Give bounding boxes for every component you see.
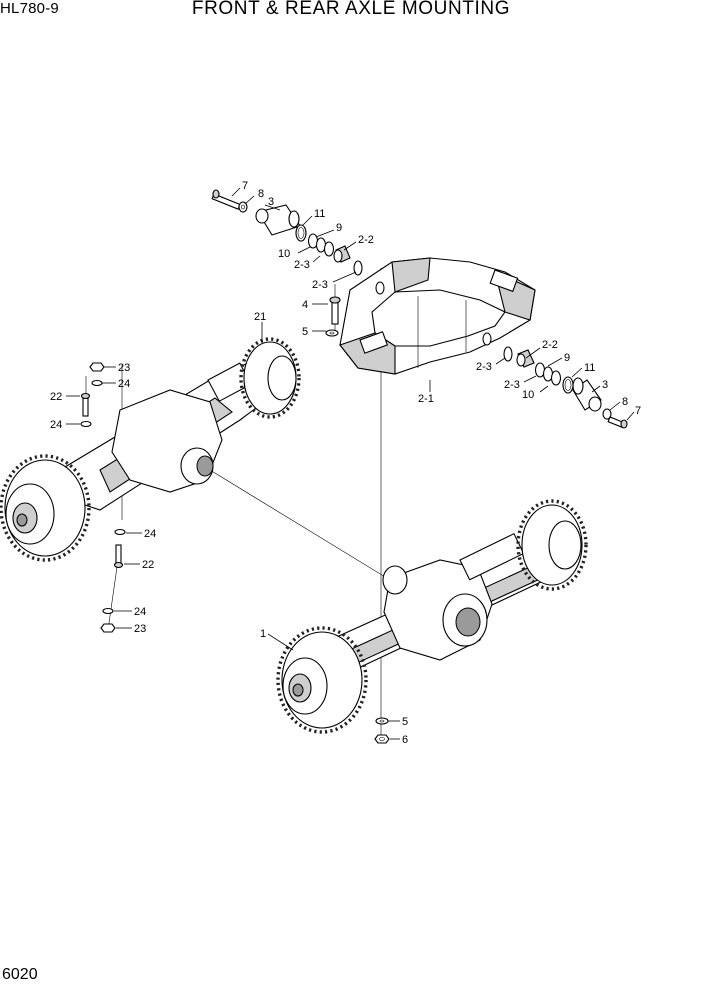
callout-2-3-d: 2-3 xyxy=(504,379,520,391)
callout-2-2-right: 2-2 xyxy=(542,339,558,351)
bolt-7-left-part xyxy=(211,189,241,210)
callout-24-d: 24 xyxy=(134,606,146,618)
page-title: FRONT & REAR AXLE MOUNTING xyxy=(191,0,511,19)
seal-2-3-right-part xyxy=(503,346,513,362)
callout-7-right: 7 xyxy=(635,405,641,417)
washer-24-d-part xyxy=(102,607,114,615)
callout-3-left: 3 xyxy=(268,196,274,208)
ring-9-10-left-part xyxy=(307,233,335,257)
callout-23-top: 23 xyxy=(118,362,130,374)
callout-1: 1 xyxy=(260,628,266,640)
callout-21: 21 xyxy=(254,311,266,323)
ring-11-left-part xyxy=(295,224,307,242)
callout-5-bottom: 5 xyxy=(402,716,408,728)
callout-2-3-a: 2-3 xyxy=(294,259,310,271)
callout-2-1: 2-1 xyxy=(418,393,434,405)
bushing-2-2-right-part xyxy=(516,349,535,368)
pin-3-right-part xyxy=(572,377,602,412)
callout-11-left: 11 xyxy=(314,208,325,220)
callout-10-left: 10 xyxy=(278,248,290,260)
callout-5-top: 5 xyxy=(302,326,308,338)
callout-8-right: 8 xyxy=(622,396,628,408)
bolt-7-right-part xyxy=(607,416,628,429)
callout-9-left: 9 xyxy=(336,222,342,234)
callout-24-c: 24 xyxy=(144,528,156,540)
washer-24-a-part xyxy=(91,379,103,387)
washer-5-top-part xyxy=(325,329,339,337)
front-axle-part xyxy=(276,499,588,734)
washer-8-right-part xyxy=(602,408,612,420)
rear-axle-part xyxy=(0,337,301,562)
callout-2-3-c: 2-3 xyxy=(476,361,492,373)
callout-labels: 7 8 3 11 9 10 2-3 2-2 2-3 4 5 2-1 2-3 2-… xyxy=(50,180,641,746)
callout-23-bottom: 23 xyxy=(134,623,146,635)
callout-9-right: 9 xyxy=(564,352,570,364)
callout-22-bottom: 22 xyxy=(142,559,154,571)
washer-8-left-part xyxy=(238,201,248,213)
nut-23-bottom-part xyxy=(100,623,116,633)
seal-2-3-left-part xyxy=(353,260,363,276)
nut-6-part xyxy=(374,734,390,744)
washer-24-c-part xyxy=(114,528,126,536)
bolt-22-top-part xyxy=(80,392,91,417)
callout-3-right: 3 xyxy=(602,379,608,391)
leader-lines xyxy=(66,187,635,740)
callout-2-3-b: 2-3 xyxy=(312,279,328,291)
callout-22-top: 22 xyxy=(50,391,62,403)
callout-4: 4 xyxy=(302,299,308,311)
washer-5-bottom-part xyxy=(375,717,389,725)
nut-23-top-part xyxy=(89,362,105,372)
callout-8-left: 8 xyxy=(258,188,264,200)
callout-24-a: 24 xyxy=(118,378,130,390)
bolt-22-bottom-part xyxy=(113,544,124,569)
bushing-2-2-left-part xyxy=(333,245,351,263)
callout-11-right: 11 xyxy=(584,362,595,374)
page-number: 6020 xyxy=(2,966,38,983)
axle-mount-frame-part xyxy=(339,257,536,375)
callout-24-b: 24 xyxy=(50,419,62,431)
bolt-4-part xyxy=(329,296,341,325)
callout-10-right: 10 xyxy=(522,389,534,401)
callout-6: 6 xyxy=(402,734,408,746)
ring-9-10-right-part xyxy=(534,362,562,386)
washer-24-b-part xyxy=(80,420,92,428)
callout-2-2-left: 2-2 xyxy=(358,234,374,246)
callout-7-left: 7 xyxy=(242,180,248,192)
model-number: HL780-9 xyxy=(0,0,59,17)
ring-11-right-part xyxy=(562,376,574,394)
